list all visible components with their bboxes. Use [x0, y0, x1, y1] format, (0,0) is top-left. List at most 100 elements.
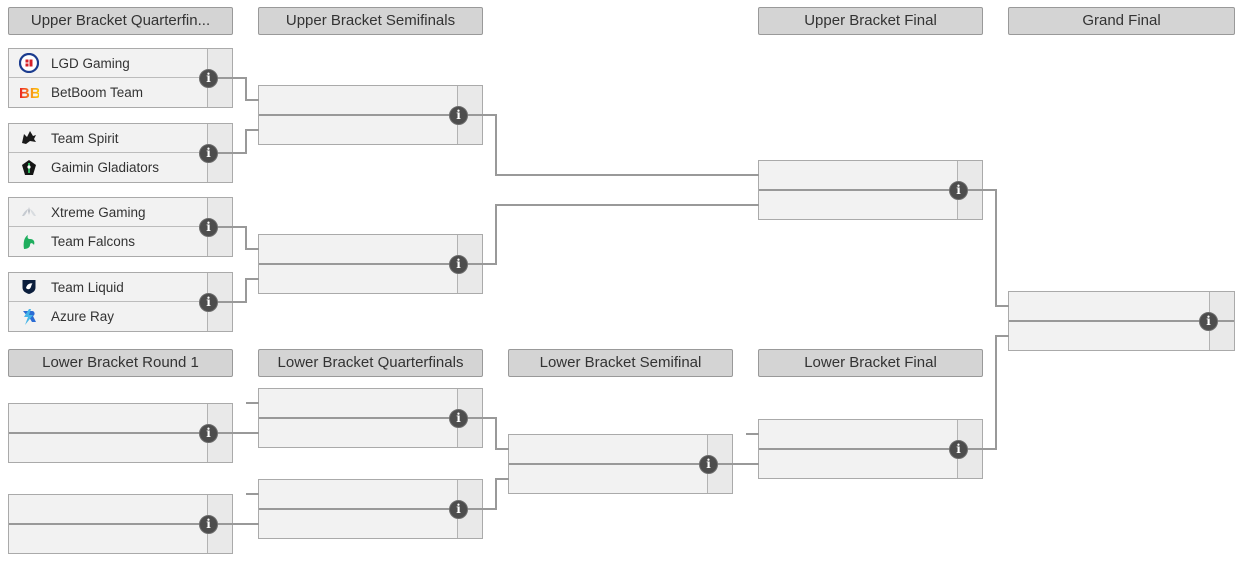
connector	[995, 335, 997, 450]
match-info-icon[interactable]: i	[1199, 312, 1218, 331]
connector	[245, 129, 259, 131]
team-row[interactable]: Team Liquid	[9, 273, 232, 302]
match-info-icon[interactable]: i	[199, 218, 218, 237]
team-row-empty	[259, 115, 482, 144]
connector	[458, 508, 497, 510]
team-name[interactable]: Team Spirit	[51, 130, 119, 146]
team-row-empty	[259, 509, 482, 538]
team-row-empty	[259, 389, 482, 418]
match-info-icon[interactable]: i	[949, 181, 968, 200]
connector	[495, 417, 497, 450]
connector	[208, 226, 247, 228]
connector	[208, 523, 259, 525]
team-row[interactable]: Xtreme Gaming	[9, 198, 232, 227]
connector	[458, 114, 497, 116]
connector	[208, 152, 247, 154]
connector	[495, 204, 759, 206]
match-info-icon[interactable]: i	[199, 293, 218, 312]
lgd-gaming-logo	[19, 53, 39, 73]
match-info-icon[interactable]: i	[199, 515, 218, 534]
connector	[458, 417, 497, 419]
team-name[interactable]: Team Falcons	[51, 234, 136, 249]
betboom-team-logo: BB	[19, 83, 39, 103]
header-lower-bracket-quarterfinals: Lower Bracket Quarterfinals	[258, 349, 483, 377]
connector	[746, 433, 759, 435]
match-ub-semifinal-1	[258, 85, 483, 145]
team-name[interactable]: Team Liquid	[51, 279, 124, 295]
team-row-empty	[759, 420, 982, 449]
connector	[246, 402, 259, 404]
connector	[245, 129, 247, 154]
team-name[interactable]: Gaimin Gladiators	[51, 160, 160, 175]
match-info-icon[interactable]: i	[949, 440, 968, 459]
team-row-empty	[509, 464, 732, 493]
connector	[495, 174, 759, 176]
connector	[708, 463, 759, 465]
team-name[interactable]: Azure Ray	[51, 309, 115, 324]
match-grand-final	[1008, 291, 1235, 351]
team-liquid-logo	[19, 277, 39, 297]
connector	[995, 189, 997, 307]
team-row[interactable]: LGD Gaming	[9, 49, 232, 78]
team-row[interactable]: BB BetBoom Team	[9, 78, 232, 107]
team-row-empty	[259, 235, 482, 264]
team-row[interactable]: Gaimin Gladiators	[9, 153, 232, 182]
connector	[245, 77, 247, 101]
connector	[458, 263, 497, 265]
team-row[interactable]: Team Falcons	[9, 227, 232, 256]
team-name[interactable]: LGD Gaming	[51, 55, 130, 71]
match-ub-quarterfinal-2: Team Spirit Gaimin Gladiators	[8, 123, 233, 183]
match-info-icon[interactable]: i	[699, 455, 718, 474]
connector	[495, 448, 509, 450]
match-lb-semifinal	[508, 434, 733, 494]
connector	[245, 278, 247, 303]
header-upper-bracket-final: Upper Bracket Final	[758, 7, 983, 35]
connector	[958, 189, 997, 191]
match-ub-quarterfinal-1: LGD Gaming BB BetBoom Team	[8, 48, 233, 108]
header-lower-bracket-semifinal: Lower Bracket Semifinal	[508, 349, 733, 377]
connector	[208, 301, 247, 303]
team-row[interactable]: Team Spirit	[9, 124, 232, 153]
svg-text:BB: BB	[19, 85, 39, 102]
match-lb-final	[758, 419, 983, 479]
team-row-empty	[9, 433, 232, 462]
connector	[245, 226, 247, 250]
connector	[495, 478, 497, 510]
header-lower-bracket-round1: Lower Bracket Round 1	[8, 349, 233, 377]
team-name[interactable]: Xtreme Gaming	[51, 204, 146, 220]
azure-ray-logo	[19, 307, 39, 327]
team-row-empty	[759, 190, 982, 219]
connector	[495, 114, 497, 176]
match-info-icon[interactable]: i	[449, 106, 468, 125]
header-lower-bracket-final: Lower Bracket Final	[758, 349, 983, 377]
team-row-empty	[759, 161, 982, 190]
connector	[245, 278, 259, 280]
connector	[495, 204, 497, 265]
team-row-empty	[9, 524, 232, 553]
xtreme-gaming-logo	[19, 202, 39, 222]
connector	[245, 99, 259, 101]
connector	[245, 248, 259, 250]
team-row-empty	[9, 404, 232, 433]
match-info-icon[interactable]: i	[199, 144, 218, 163]
match-info-icon[interactable]: i	[449, 255, 468, 274]
team-falcons-logo	[19, 232, 39, 252]
connector	[246, 493, 259, 495]
team-row[interactable]: Azure Ray	[9, 302, 232, 331]
match-info-icon[interactable]: i	[199, 69, 218, 88]
match-info-icon[interactable]: i	[199, 424, 218, 443]
header-upper-bracket-semifinals: Upper Bracket Semifinals	[258, 7, 483, 35]
connector	[995, 305, 1009, 307]
connector	[995, 335, 1009, 337]
team-row-empty	[259, 86, 482, 115]
header-upper-bracket-quarterfinals: Upper Bracket Quarterfin...	[8, 7, 233, 35]
team-row-empty	[259, 480, 482, 509]
match-ub-final	[758, 160, 983, 220]
team-row-empty	[259, 264, 482, 293]
connector	[495, 478, 509, 480]
match-info-icon[interactable]: i	[449, 409, 468, 428]
team-name[interactable]: BetBoom Team	[51, 85, 144, 100]
team-row-empty	[9, 495, 232, 524]
match-info-icon[interactable]: i	[449, 500, 468, 519]
gaimin-gladiators-logo	[19, 158, 39, 178]
